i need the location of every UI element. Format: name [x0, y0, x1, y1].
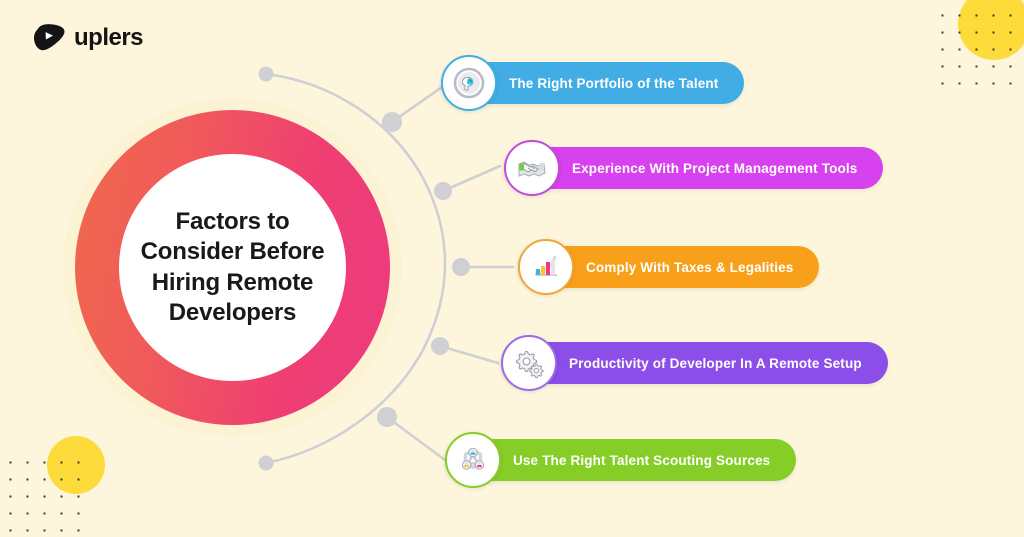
- page-title-line: Consider Before: [140, 238, 325, 266]
- brand-logo[interactable]: uplers: [33, 23, 144, 52]
- factor-item-4[interactable]: Productivity of Developer In A Remote Se…: [501, 335, 888, 391]
- factor-item-1[interactable]: The Right Portfolio of the Talent: [441, 55, 745, 111]
- handshake-icon: [515, 151, 549, 185]
- factor-pill-4[interactable]: Productivity of Developer In A Remote Se…: [501, 342, 888, 384]
- factor-pill-2[interactable]: Experience With Project Management Tools: [504, 147, 884, 189]
- decor-dot-grid-bottom-left: [0, 452, 92, 537]
- page-title: Factors to Consider Before Hiring Remote…: [135, 207, 331, 329]
- factor-label-4: Productivity of Developer In A Remote Se…: [569, 355, 862, 371]
- brand-name: uplers: [74, 23, 144, 51]
- center-hub: Factors to Consider Before Hiring Remote…: [63, 98, 402, 437]
- factor-label-5: Use The Right Talent Scouting Sources: [513, 452, 771, 468]
- bar-chart-growth-icon: [529, 250, 563, 284]
- page-title-line: Hiring Remote: [151, 268, 314, 296]
- factor-pill-5[interactable]: Use The Right Talent Scouting Sources: [445, 439, 797, 481]
- factor-label-2: Experience With Project Management Tools: [572, 160, 858, 176]
- factor-badge-5[interactable]: [445, 432, 501, 488]
- center-gradient-ring: Factors to Consider Before Hiring Remote…: [75, 110, 390, 425]
- factor-badge-1[interactable]: [441, 55, 497, 111]
- uplers-play-mark-icon: [33, 23, 65, 52]
- factor-label-3: Comply With Taxes & Legalities: [586, 259, 794, 275]
- factor-badge-2[interactable]: [504, 140, 560, 196]
- factor-label-1: The Right Portfolio of the Talent: [509, 75, 719, 91]
- gears-icon: [512, 346, 546, 380]
- factor-item-3[interactable]: Comply With Taxes & Legalities: [518, 239, 820, 295]
- factor-badge-4[interactable]: [501, 335, 557, 391]
- network-nodes-icon: [456, 443, 490, 477]
- head-brain-icon: [452, 66, 486, 100]
- page-title-line: Developers: [168, 298, 297, 326]
- factor-item-2[interactable]: Experience With Project Management Tools: [504, 140, 884, 196]
- page-title-line: Factors to: [175, 207, 290, 235]
- center-inner-disc: Factors to Consider Before Hiring Remote…: [119, 154, 346, 381]
- factor-badge-3[interactable]: [518, 239, 574, 295]
- decor-dot-grid-top-right: [932, 5, 1024, 90]
- factor-item-5[interactable]: Use The Right Talent Scouting Sources: [445, 432, 797, 488]
